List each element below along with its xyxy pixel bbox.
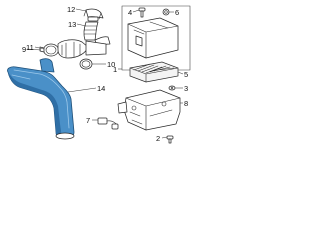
part-12-air-pipe (83, 8, 104, 22)
part-8-air-cleaner-case (117, 89, 181, 131)
part-7-sensor (97, 117, 119, 130)
air-cleaner-cover (127, 17, 179, 59)
callout-1: 1 (113, 65, 117, 74)
part-10-hose-clamp (79, 58, 93, 70)
callout-14: 14 (97, 84, 105, 93)
callout-9: 9 (22, 45, 26, 54)
callout-5: 5 (184, 70, 188, 79)
part-9-hose-clamp (39, 43, 59, 57)
callout-12: 12 (67, 5, 75, 14)
callout-11: 11 (26, 43, 34, 52)
callout-labels: 12 13 11 9 10 14 4 6 1 5 3 8 7 2 (22, 5, 188, 143)
part-2-bolt (166, 135, 174, 144)
callout-6: 6 (175, 8, 179, 17)
callout-10: 10 (107, 60, 115, 69)
callout-3: 3 (184, 84, 188, 93)
group-bracket (121, 5, 191, 71)
callout-2: 2 (156, 134, 160, 143)
part-4-bolt (138, 7, 146, 18)
intake-hose-body (57, 39, 107, 59)
callout-13: 13 (68, 20, 76, 29)
callout-7: 7 (86, 116, 90, 125)
part-6-clip (162, 8, 170, 16)
air-intake-parts-diagram: 12 13 11 9 10 14 4 6 1 5 3 8 7 2 (7, 5, 191, 144)
callout-8: 8 (184, 99, 188, 108)
part-14-air-inlet-duct (7, 58, 75, 140)
part-5-air-filter-element (129, 61, 179, 83)
leader-lines (26, 8, 184, 139)
callout-4: 4 (128, 8, 132, 17)
part-3-grommet (168, 85, 176, 91)
part-13-intake-hose (83, 21, 111, 47)
